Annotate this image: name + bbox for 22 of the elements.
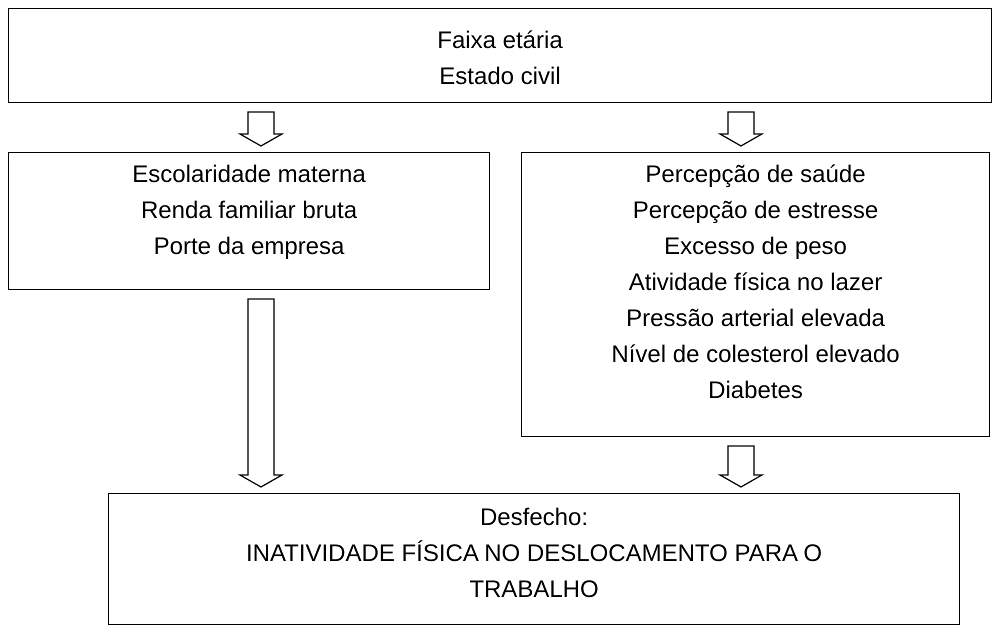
text-box <box>8 152 490 290</box>
block-arrow <box>238 111 284 147</box>
text-box <box>521 152 990 437</box>
box-text: Renda familiar bruta <box>140 196 358 226</box>
box-text: Percepção de saúde <box>645 160 866 190</box>
box-text: Porte da empresa <box>154 232 344 262</box>
box-text: Atividade física no lazer <box>628 268 882 298</box>
box-text: Percepção de estresse <box>632 196 878 226</box>
box-text: Excesso de peso <box>664 232 847 262</box>
text-box <box>8 8 992 103</box>
box-text: Faixa etária <box>437 26 563 56</box>
text-box <box>108 493 960 625</box>
box-text: Nível de colesterol elevado <box>611 340 900 370</box>
block-arrow <box>718 111 764 147</box>
box-text: Diabetes <box>708 376 803 406</box>
box-text: Pressão arterial elevada <box>626 304 885 334</box>
box-text: INATIVIDADE FÍSICA NO DESLOCAMENTO PARA O TRABALHO <box>244 539 824 605</box>
box-text: Desfecho: <box>480 503 588 533</box>
box-text: Escolaridade materna <box>132 160 366 190</box>
block-arrow <box>238 298 284 488</box>
box-text: Estado civil <box>439 62 561 92</box>
block-arrow <box>718 445 764 488</box>
